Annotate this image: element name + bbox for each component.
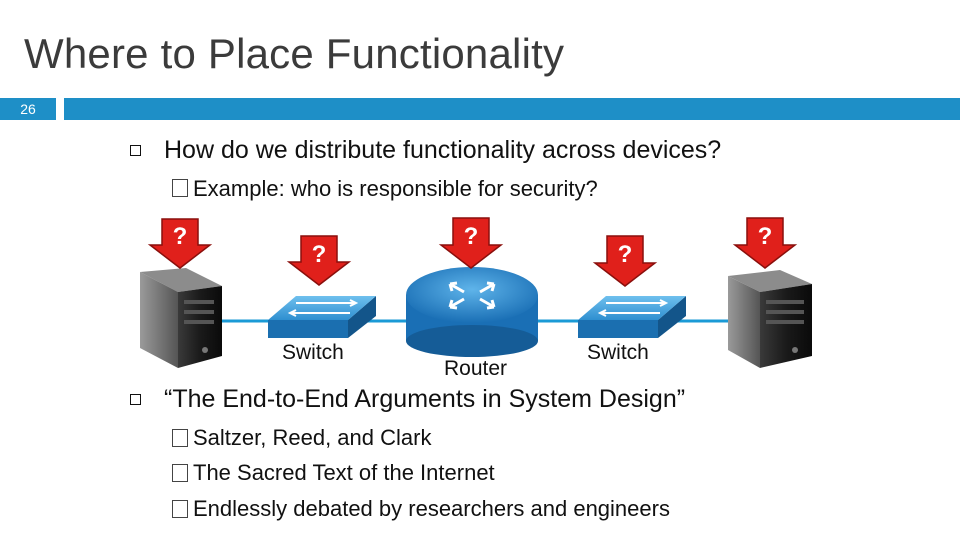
slide-number: 26 bbox=[20, 101, 36, 117]
question-mark: ? bbox=[757, 223, 773, 250]
slide-title: Where to Place Functionality bbox=[24, 30, 565, 77]
sub-bullet-2a: Saltzer, Reed, and Clark bbox=[193, 425, 432, 450]
switch-label-right: Switch bbox=[587, 341, 649, 364]
sub-bullet-2c: Endlessly debated by researchers and eng… bbox=[193, 496, 670, 521]
title-accent-bar bbox=[64, 98, 960, 120]
sub-bullet-1: Example: who is responsible for security… bbox=[193, 176, 598, 201]
switch-label-left: Switch bbox=[282, 341, 344, 364]
red-arrow-icon-2 bbox=[286, 235, 352, 286]
question-mark: ? bbox=[617, 241, 633, 268]
router-icon bbox=[406, 267, 538, 357]
bullet-marker bbox=[130, 394, 141, 405]
router-label: Router bbox=[444, 357, 508, 380]
question-mark: ? bbox=[463, 223, 479, 250]
slide-number-badge: 26 bbox=[0, 98, 56, 120]
sub-bullet-2b: The Sacred Text of the Internet bbox=[193, 460, 495, 485]
red-arrow-icon-4 bbox=[592, 235, 658, 287]
bullet-main-1: How do we distribute functionality acros… bbox=[164, 136, 722, 164]
red-arrow-icon-3 bbox=[438, 217, 504, 269]
server-icon-left bbox=[140, 268, 222, 368]
sub-bullet-marker bbox=[172, 179, 188, 197]
bullet-main-2: “The End-to-End Arguments in System Desi… bbox=[164, 385, 686, 413]
server-icon-right bbox=[728, 270, 812, 368]
red-arrow-icon-5 bbox=[732, 217, 798, 269]
bullet-marker bbox=[130, 145, 141, 156]
red-arrow-icon-1 bbox=[147, 218, 213, 269]
sub-bullet-marker bbox=[172, 500, 188, 518]
sub-bullet-marker bbox=[172, 429, 188, 447]
question-mark: ? bbox=[172, 223, 188, 250]
question-mark: ? bbox=[311, 241, 327, 268]
switch-icon-right bbox=[578, 296, 686, 338]
sub-bullet-marker bbox=[172, 464, 188, 482]
switch-icon-left bbox=[268, 296, 376, 338]
